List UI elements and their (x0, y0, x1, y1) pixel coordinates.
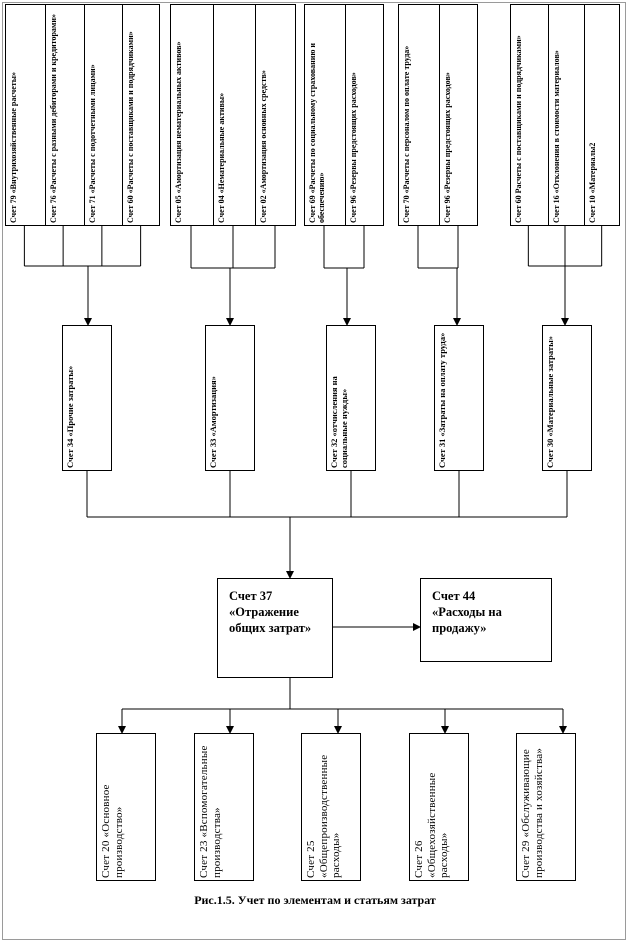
account-cell: Счет 60 «Расчеты с поставщиками и подряд… (122, 5, 159, 225)
element-account-box: Счет 34 «Прочие затраты» (62, 325, 112, 471)
account-cell: Счет 16 «Отклонения в стоимости материал… (547, 5, 586, 225)
account-label: Счет 02 «Амортизация основных средств» (259, 70, 268, 223)
top-group-g5: Счет 60 Расчеты с поставщиками и подрядч… (510, 4, 620, 226)
account-label: Счет 79 «Внутрихозяйственные расчеты» (9, 72, 18, 223)
account-label: Счет 26 «Общехозяйственные расходы» (413, 772, 451, 878)
account-37-label: Счет 37 (229, 589, 273, 603)
account-label: Счет 23 «Вспомогательные производства» (198, 745, 223, 878)
bottom-account-box: Счет 25 «Общепроизводственные расходы» (301, 733, 361, 881)
element-account-box: Счет 32 «отчисления на социальные нужды» (326, 325, 376, 471)
account-cell: Счет 02 «Амортизация основных средств» (255, 5, 295, 225)
account-37-label: «Отражение (229, 605, 299, 619)
account-label: Счет 20 «Основное производство» (100, 784, 125, 878)
account-label: Счет 96 «Резервы предстоящих расходов» (443, 72, 452, 223)
account-cell: Счет 10 «Материалы2 (584, 5, 619, 225)
account-label: Счет 29 «Обслуживающие производства и хо… (520, 747, 545, 878)
account-label: Счет 34 «Прочие затраты» (65, 365, 75, 468)
account-37-label: общих затрат» (229, 621, 312, 635)
account-label: Счет 04 «Нематериальные активы» (217, 92, 226, 223)
account-cell: Счет 96 «Резервы предстоящих расходов» (345, 5, 383, 225)
account-cell: Счет 79 «Внутрихозяйственные расчеты» (6, 5, 45, 225)
account-label: Счет 30 «Материальные затраты» (545, 336, 555, 468)
account-label: Счет 96 «Резервы предстоящих расходов» (349, 72, 358, 223)
top-group-g4: Счет 70 «Расчеты с персоналом по оплате … (398, 4, 478, 226)
account-label: Счет 10 «Материалы2 (588, 142, 598, 223)
account-cell: Счет 71 «Расчеты с подотчетными лицами» (83, 5, 124, 225)
account-44-label: Счет 44 (432, 589, 476, 603)
account-44-label: «Расходы на (432, 605, 502, 619)
account-label: Счет 60 Расчеты с поставщиками и подрядч… (514, 35, 523, 223)
bottom-account-box: Счет 20 «Основное производство» (96, 733, 156, 881)
bottom-account-box: Счет 26 «Общехозяйственные расходы» (409, 733, 469, 881)
account-label: Счет 25 «Общепроизводственные расходы» (305, 754, 343, 878)
account-label: Счет 71 «Расчеты с подотчетными лицами» (87, 64, 97, 223)
account-label: Счет 69 «Расчеты по социальному страхова… (308, 42, 327, 223)
account-cell: Счет 05 «Амортизация нематериальных акти… (171, 5, 213, 225)
element-account-box: Счет 33 «Амортизация» (205, 325, 255, 471)
element-account-box: Счет 30 «Материальные затраты» (542, 325, 592, 471)
top-group-g3: Счет 69 «Расчеты по социальному страхова… (304, 4, 384, 226)
account-label: Счет 70 «Расчеты с персоналом по оплате … (402, 45, 411, 223)
account-label: Счет 60 «Расчеты с поставщиками и подряд… (126, 31, 136, 223)
account-cell: Счет 76 «Расчеты с разными дебиторами и … (44, 5, 85, 225)
figure-caption: Рис.1.5. Учет по элементам и статьям зат… (194, 893, 436, 907)
account-44-box: Счет 44 «Расходы на продажу» (420, 578, 552, 662)
account-44-label: продажу» (432, 621, 487, 635)
account-cell: Счет 04 «Нематериальные активы» (213, 5, 256, 225)
element-account-box: Счет 31 «Затраты на оплату труда» (434, 325, 484, 471)
account-label: Счет 31 «Затраты на оплату труда» (437, 332, 447, 468)
account-label: Счет 16 «Отклонения в стоимости материал… (551, 50, 561, 223)
bottom-account-box: Счет 29 «Обслуживающие производства и хо… (516, 733, 576, 881)
account-label: Счет 05 «Амортизация нематериальных акти… (174, 41, 183, 224)
account-label: Счет 76 «Расчеты с разными дебиторами и … (48, 14, 58, 223)
account-label: Счет 33 «Амортизация» (208, 376, 218, 468)
bottom-account-box: Счет 23 «Вспомогательные производства» (194, 733, 254, 881)
top-group-g1: Счет 79 «Внутрихозяйственные расчеты» Сче… (5, 4, 160, 226)
account-cell: Счет 70 «Расчеты с персоналом по оплате … (399, 5, 439, 225)
account-cell: Счет 96 «Резервы предстоящих расходов» (439, 5, 477, 225)
account-label: Счет 32 «отчисления на социальные нужды» (329, 376, 349, 468)
account-cell: Счет 69 «Расчеты по социальному страхова… (305, 5, 345, 225)
top-group-g2: Счет 05 «Амортизация нематериальных акти… (170, 4, 296, 226)
account-cell: Счет 60 Расчеты с поставщиками и подрядч… (511, 5, 548, 225)
account-37-box: Счет 37 «Отражение общих затрат» (217, 578, 333, 678)
